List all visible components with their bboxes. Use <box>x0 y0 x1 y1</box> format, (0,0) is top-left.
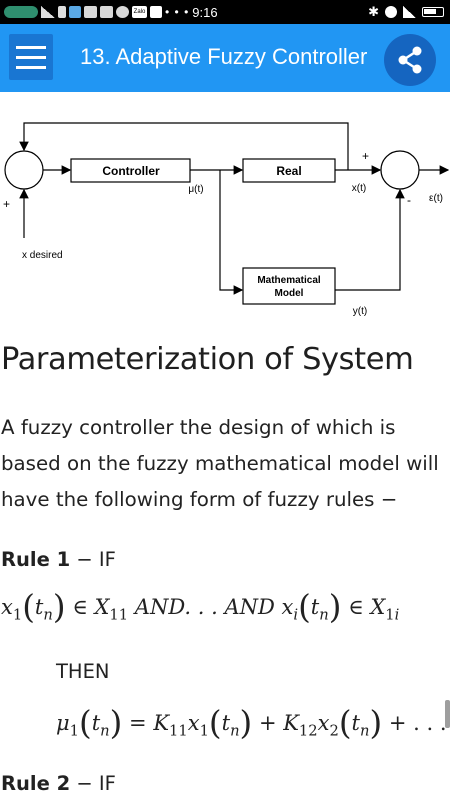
mail-icon <box>84 6 97 18</box>
battery-icon <box>422 7 444 17</box>
rule-1-output-formula: μ1(tn) = K11x1(tn) + K12x2(tn) + . . . <box>56 704 447 742</box>
rule-1-label: Rule 1 <box>1 548 71 571</box>
minus-sign-bottom: - <box>407 193 411 207</box>
intro-paragraph: A fuzzy controller the design of which i… <box>1 410 449 518</box>
signal-icon <box>41 6 55 18</box>
block-diagram: Controller Real Mathematical Model μ(t) … <box>0 92 450 324</box>
shield-icon <box>100 6 113 18</box>
controller-label: Controller <box>102 164 160 178</box>
real-label: Real <box>276 164 301 178</box>
mu-label: μ(t) <box>188 184 203 195</box>
rule-1-suffix: − IF <box>70 548 116 571</box>
app-bar: 13. Adaptive Fuzzy Controller <box>0 24 450 92</box>
scrollbar[interactable] <box>445 700 450 728</box>
share-button[interactable] <box>384 34 436 86</box>
paragraph-line: A fuzzy controller the design of which i… <box>1 416 396 439</box>
then-label: THEN <box>56 660 110 683</box>
hamburger-icon <box>16 65 46 69</box>
network-icon <box>69 6 81 18</box>
share-icon <box>398 46 422 74</box>
signal-icon <box>58 6 66 18</box>
clock: 9:16 <box>192 4 218 20</box>
rule-1-condition-formula: x1(tn) ∈ X11 AND. . . AND xi(tn) ∈ X1i <box>1 588 400 626</box>
summing-junction-right <box>380 150 420 190</box>
paragraph-line: based on the fuzzy mathematical model wi… <box>1 452 439 475</box>
summing-junction-left <box>4 150 44 190</box>
more-notifications-icon: • • • <box>165 5 190 19</box>
section-heading: Parameterization of System <box>1 342 414 377</box>
zalo-icon: Zalo <box>132 6 147 18</box>
paragraph-line: have the following form of fuzzy rules − <box>1 488 398 511</box>
app-logo-icon <box>4 6 38 18</box>
bluetooth-icon: ✱ <box>368 4 379 19</box>
plus-sign-top: + <box>362 149 369 163</box>
hamburger-icon <box>16 55 46 59</box>
y-label: y(t) <box>353 306 367 317</box>
hamburger-icon <box>16 45 46 49</box>
x-label: x(t) <box>352 183 366 194</box>
page-title: 13. Adaptive Fuzzy Controller <box>80 44 368 69</box>
model-label-line1: Mathematical <box>257 275 321 286</box>
x-desired-label: x desired <box>22 250 63 261</box>
alarm-icon <box>385 6 397 18</box>
rule-2-heading: Rule 2 − IF <box>1 772 116 795</box>
status-bar: Zalo • • • 9:16 ✱ <box>0 0 450 24</box>
model-label-line2: Model <box>275 288 304 299</box>
cell-signal-icon <box>403 6 416 18</box>
epsilon-label: ε(t) <box>429 193 443 204</box>
browser-icon <box>116 6 129 18</box>
rule-2-label: Rule 2 <box>1 772 71 795</box>
plus-sign-left: + <box>3 197 10 211</box>
facebook-icon <box>150 6 162 18</box>
rule-1-heading: Rule 1 − IF <box>1 548 116 571</box>
rule-2-suffix: − IF <box>70 772 116 795</box>
menu-button[interactable] <box>9 34 53 80</box>
